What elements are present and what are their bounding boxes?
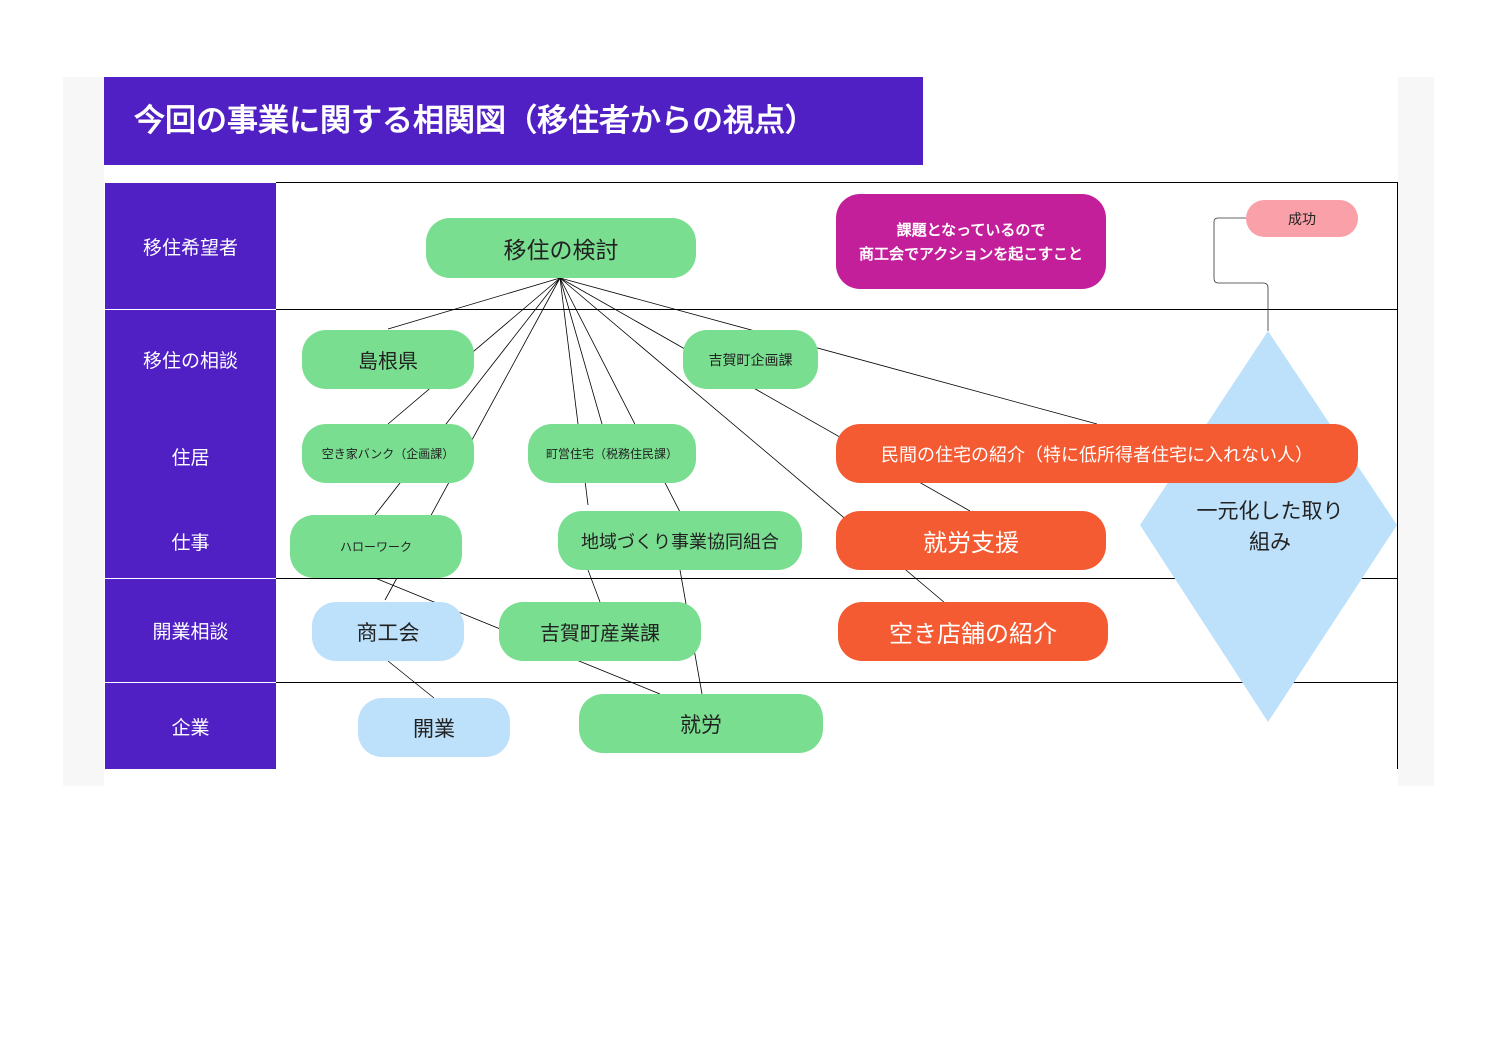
page-title: 今回の事業に関する相関図（移住者からの視点） [104, 77, 923, 165]
node-unified-effort[interactable]: 一元化した取り 組み [1160, 496, 1380, 558]
connector-line [387, 660, 435, 699]
node-consideration[interactable]: 移住の検討 [426, 218, 696, 278]
lane-separator [105, 578, 276, 579]
connector-line [559, 277, 1098, 425]
lane-label-housing: 住居 [105, 408, 276, 504]
node-employment-support[interactable]: 就労支援 [836, 511, 1106, 570]
lane-label-applicant: 移住希望者 [105, 183, 276, 309]
connector-line [587, 569, 601, 603]
lane-label-work: 仕事 [105, 504, 276, 578]
lane-border [276, 309, 1397, 310]
lane-label-company: 企業 [105, 683, 276, 769]
node-employment[interactable]: 就労 [579, 694, 823, 753]
lane-border [276, 682, 1397, 683]
node-chamber-of-commerce[interactable]: 商工会 [312, 602, 464, 661]
node-startup[interactable]: 開業 [358, 698, 510, 757]
success-connector [1213, 217, 1269, 331]
node-yoka-industry[interactable]: 吉賀町産業課 [499, 602, 701, 661]
issue-note-line2: 商工会でアクションを起こすこと [859, 244, 1083, 263]
node-vacant-house-bank[interactable]: 空き家バンク（企画課） [302, 424, 474, 483]
connector-line [559, 277, 603, 425]
unified-line1: 一元化した取り [1196, 499, 1344, 523]
node-success[interactable]: 成功 [1246, 200, 1358, 237]
lane-separator [105, 682, 276, 683]
node-issue-note[interactable]: 課題となっているので 商工会でアクションを起こすこと [836, 194, 1106, 289]
unified-line2: 組み [1249, 530, 1291, 554]
lane-label-consultation: 移住の相談 [105, 310, 276, 408]
connector-line [387, 277, 561, 330]
lane-border [276, 182, 1397, 183]
node-private-housing[interactable]: 民間の住宅の紹介（特に低所得者住宅に入れない人） [836, 424, 1358, 483]
issue-note-line1: 課題となっているので [896, 220, 1046, 239]
node-shimane[interactable]: 島根県 [302, 330, 474, 389]
node-municipal-housing[interactable]: 町営住宅（税務住民課） [528, 424, 696, 483]
lane-border [276, 578, 1397, 579]
node-vacant-store[interactable]: 空き店舗の紹介 [838, 602, 1108, 661]
lane-border-right [1397, 182, 1398, 769]
node-yoka-planning[interactable]: 吉賀町企画課 [683, 330, 818, 389]
connector-line [387, 277, 561, 425]
node-hello-work[interactable]: ハローワーク [290, 515, 462, 578]
lane-separator [105, 309, 276, 310]
node-regional-coop[interactable]: 地域づくり事業協同組合 [558, 511, 802, 570]
lane-label-startup-consult: 開業相談 [105, 579, 276, 682]
